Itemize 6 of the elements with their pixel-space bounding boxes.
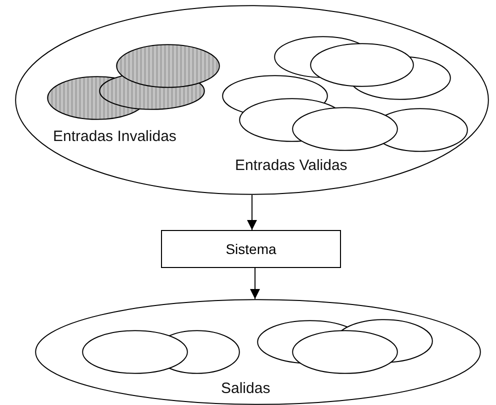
process-box: Sistema — [161, 230, 341, 268]
arrow — [247, 194, 257, 230]
set-label: Salidas — [221, 380, 270, 397]
arrow — [250, 268, 260, 300]
set-label: Entradas Validas — [235, 157, 348, 174]
set-label: Entradas Invalidas — [53, 128, 176, 145]
